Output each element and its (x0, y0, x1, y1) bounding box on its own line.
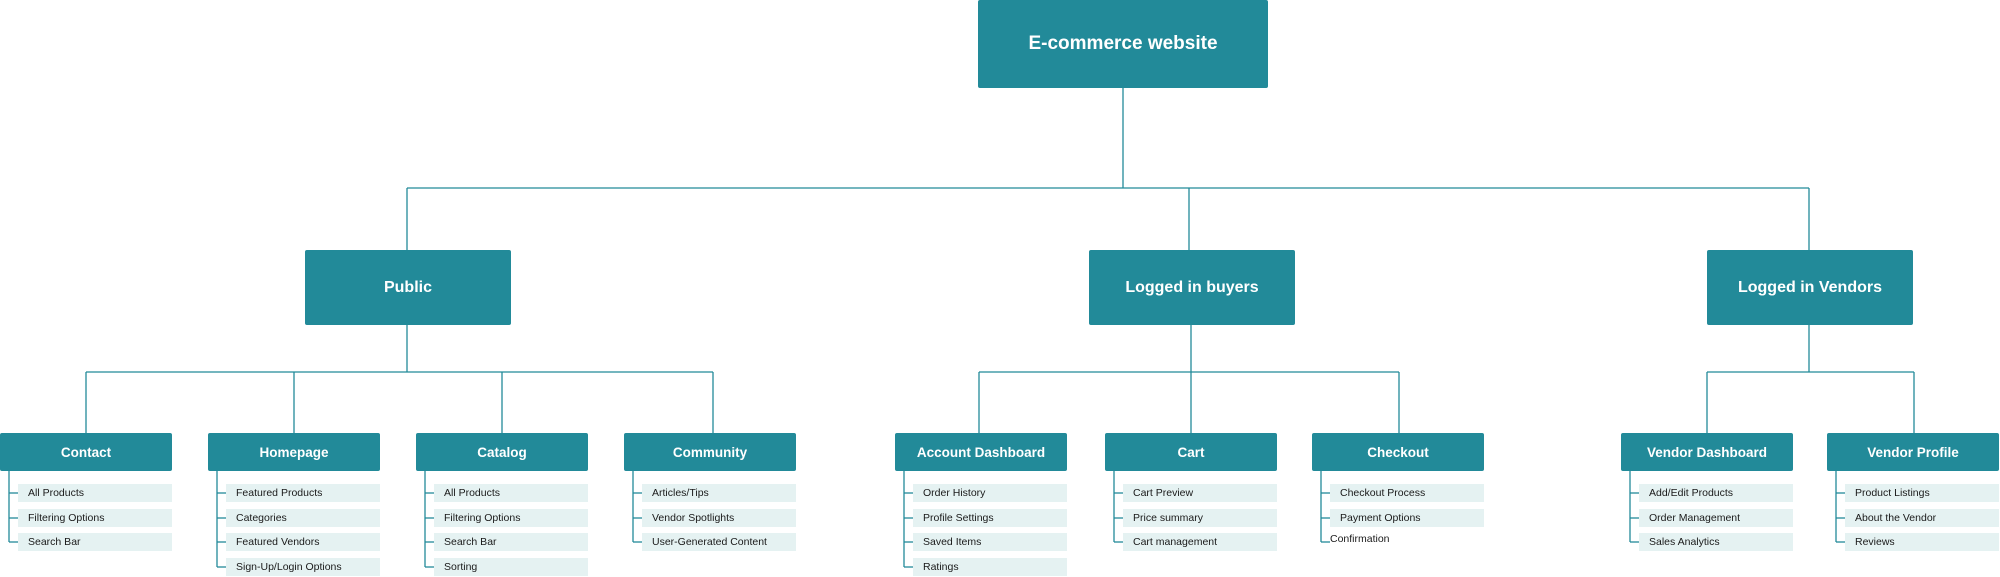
section-contact: Contact (0, 433, 172, 471)
root-node: E-commerce website (978, 0, 1268, 88)
list-item: All Products (434, 484, 588, 502)
list-item: Saved Items (913, 533, 1067, 551)
list-item: Add/Edit Products (1639, 484, 1793, 502)
section-homepage: Homepage (208, 433, 380, 471)
list-item: Vendor Spotlights (642, 509, 796, 527)
section-vendor-profile: Vendor Profile (1827, 433, 1999, 471)
list-item: Categories (226, 509, 380, 527)
list-item: All Products (18, 484, 172, 502)
list-item: Ratings (913, 558, 1067, 576)
section-vendor-dashboard: Vendor Dashboard (1621, 433, 1793, 471)
list-item: Profile Settings (913, 509, 1067, 527)
list-item: Payment Options (1330, 509, 1484, 527)
list-item: Order History (913, 484, 1067, 502)
list-item: Sign-Up/Login Options (226, 558, 380, 576)
list-item: Reviews (1845, 533, 1999, 551)
section-checkout: Checkout (1312, 433, 1484, 471)
category-public: Public (305, 250, 511, 325)
list-item: Checkout Process (1330, 484, 1484, 502)
list-item: Cart Preview (1123, 484, 1277, 502)
list-item: Search Bar (18, 533, 172, 551)
list-item: Articles/Tips (642, 484, 796, 502)
list-item: Price summary (1123, 509, 1277, 527)
list-item: Sorting (434, 558, 588, 576)
category-logged-in-buyers: Logged in buyers (1089, 250, 1295, 325)
section-cart: Cart (1105, 433, 1277, 471)
list-item: Product Listings (1845, 484, 1999, 502)
list-item: About the Vendor (1845, 509, 1999, 527)
section-catalog: Catalog (416, 433, 588, 471)
list-item: Confirmation (1330, 533, 1390, 545)
list-item: Order Management (1639, 509, 1793, 527)
list-item: Cart management (1123, 533, 1277, 551)
section-account-dashboard: Account Dashboard (895, 433, 1067, 471)
list-item: Sales Analytics (1639, 533, 1793, 551)
list-item: Filtering Options (18, 509, 172, 527)
list-item: Featured Products (226, 484, 380, 502)
list-item: Featured Vendors (226, 533, 380, 551)
list-item: User-Generated Content (642, 533, 796, 551)
list-item: Filtering Options (434, 509, 588, 527)
section-community: Community (624, 433, 796, 471)
list-item: Search Bar (434, 533, 588, 551)
category-logged-in-vendors: Logged in Vendors (1707, 250, 1913, 325)
